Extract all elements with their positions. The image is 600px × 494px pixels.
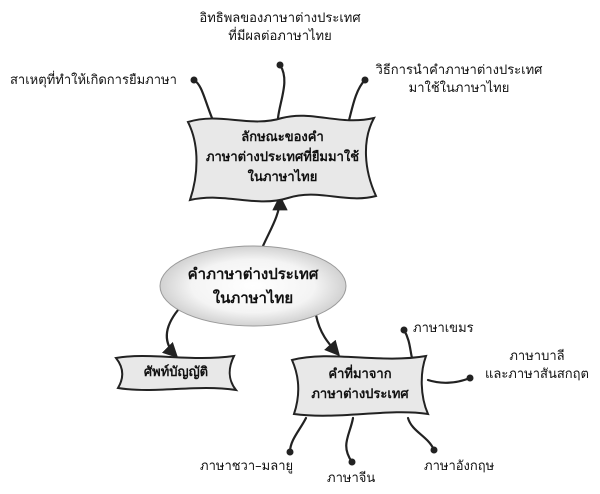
connector-methods [346,78,367,126]
top-node-shape [186,114,378,203]
connector-khmer [402,328,414,360]
dot-methods [361,76,369,84]
dot-english [430,446,438,454]
left-node-text: ศัพท์บัญญัติ [143,365,209,380]
arrow-to-right-node [314,313,341,357]
arrow-to-left-node [161,308,180,359]
lang-pali-label: ภาษาบาลี และภาษาสันสกฤต [478,348,596,384]
top-node-line2: ภาษาต่างประเทศที่ยืมมาใช้ [205,150,360,165]
connector-causes [192,78,214,120]
dot-khmer [400,326,408,334]
right-node-shape [290,354,430,417]
top-node-line1: ลักษณะของคำ [241,130,324,145]
branch-methods-line1: วิธีการนำคำภาษาต่างประเทศ [375,63,543,78]
dot-causes [190,76,198,84]
right-node-text: คำที่มาจาก ภาษาต่างประเทศ [296,365,424,405]
branch-influence-line2: ที่มีผลต่อภาษาไทย [228,29,332,44]
branch-influence-line1: อิทธิพลของภาษาต่างประเทศ [199,11,361,26]
right-node-line1: คำที่มาจาก [328,367,392,382]
connector-influence [276,63,286,120]
lang-chinese-label: ภาษาจีน [327,471,376,486]
center-node-line1: คำภาษาต่างประเทศ [187,265,319,283]
center-node-shape [159,245,347,327]
branch-causes-label: สาเหตุที่ทำให้เกิดการยืมภาษา [10,73,177,88]
center-node-text: คำภาษาต่างประเทศ ในภาษาไทย [163,262,343,310]
branch-influence-label: อิทธิพลของภาษาต่างประเทศ ที่มีผลต่อภาษาไ… [190,10,370,46]
dot-influence [276,61,284,69]
connector-chinese [345,416,355,464]
lang-khmer-label: ภาษาเขมร [413,321,474,336]
lang-javamalay-label: ภาษาชวา–มลายู [200,459,294,474]
dot-javamalay [286,448,294,456]
lang-pali-line2: และภาษาสันสกฤต [484,367,589,382]
connector-pali [426,376,472,384]
connector-javamalay [288,416,308,454]
dot-pali [466,374,474,382]
top-node-line3: ในภาษาไทย [247,170,318,185]
center-node-line2: ในภาษาไทย [212,289,294,307]
arrow-to-top-node [261,194,288,248]
top-node-text: ลักษณะของคำ ภาษาต่างประเทศที่ยืมมาใช้ ใน… [195,128,370,188]
left-node-shape [114,354,239,392]
lang-pali-line1: ภาษาบาลี [509,349,565,364]
connector-english [406,416,436,452]
lang-english-label: ภาษาอังกฤษ [424,459,495,474]
branch-methods-line2: มาใช้ในภาษาไทย [408,81,510,96]
branch-methods-label: วิธีการนำคำภาษาต่างประเทศ มาใช้ในภาษาไทย [364,62,554,98]
dot-chinese [348,458,356,466]
right-node-line2: ภาษาต่างประเทศ [311,387,409,402]
